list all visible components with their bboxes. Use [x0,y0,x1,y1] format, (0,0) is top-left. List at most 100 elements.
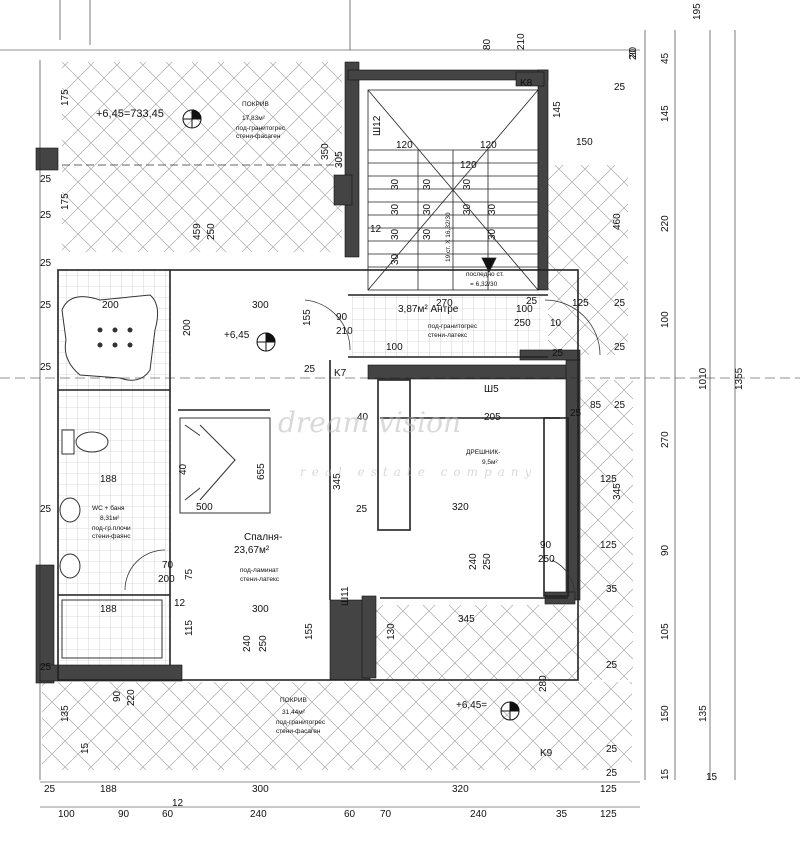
svg-text:31,44м²: 31,44м² [282,709,306,716]
svg-text:40: 40 [357,412,369,423]
svg-text:25: 25 [606,768,618,779]
right-dimensions: 195 45 145 220 100 270 90 105 150 15 20 … [600,3,745,780]
svg-text:115: 115 [184,620,195,636]
svg-text:ПОКРИВ: ПОКРИВ [242,101,269,108]
svg-text:30: 30 [487,228,498,240]
svg-text:270: 270 [436,298,453,309]
bed-icon [179,417,271,514]
svg-text:85: 85 [590,400,602,411]
svg-text:655: 655 [256,463,267,480]
svg-text:460: 460 [612,213,623,230]
svg-text:dream vision: dream vision [278,406,461,439]
svg-text:25: 25 [40,174,52,185]
svg-text:12: 12 [172,798,184,809]
svg-text:200: 200 [158,574,175,585]
bottom-dimensions: 25 188 300 320 125 100 90 60 12 240 60 7… [44,784,617,820]
svg-text:1355: 1355 [734,367,745,390]
svg-text:45: 45 [660,52,671,64]
svg-text:K9: K9 [540,748,553,759]
terrace-right [578,380,633,680]
svg-text:стени-латекс: стени-латекс [240,576,280,583]
svg-text:100: 100 [58,809,75,820]
svg-text:30: 30 [422,228,433,240]
room-roof-bottom: ПОКРИВ 31,44м² под-гранитогрес стени-фас… [276,697,487,735]
svg-text:75: 75 [184,568,195,580]
svg-text:345: 345 [332,473,343,490]
roof-top-area [62,62,342,252]
svg-text:100: 100 [386,342,403,353]
svg-text:80: 80 [482,38,493,50]
svg-text:25: 25 [614,342,626,353]
svg-text:30: 30 [422,203,433,215]
svg-text:под-гранитогрес: под-гранитогрес [276,719,326,726]
svg-text:17,83м²: 17,83м² [242,115,266,122]
svg-text:25: 25 [552,348,564,359]
svg-text:+6,45=: +6,45= [456,700,487,711]
svg-text:30: 30 [390,228,401,240]
svg-text:под-гранитогрес: под-гранитогрес [428,323,478,330]
svg-text:145: 145 [660,105,671,122]
svg-text:25: 25 [606,744,618,755]
room-roof-top: +6,45=733,45 ПОКРИВ 17,83м² под-гранитог… [96,101,286,140]
toilet-icon [61,429,109,455]
svg-text:15: 15 [80,742,91,754]
svg-text:Ш5: Ш5 [484,384,499,395]
svg-text:300: 300 [252,300,269,311]
svg-text:90: 90 [336,312,348,323]
svg-text:120: 120 [480,140,497,151]
svg-text:25: 25 [44,784,56,795]
room-antre: 3,87м² Антре под-гранитогрес стени-латек… [398,304,478,339]
svg-text:3,87м² Антре: 3,87м² Антре [398,304,459,315]
svg-text:70: 70 [162,560,174,571]
svg-text:220: 220 [126,689,137,706]
svg-text:135: 135 [60,705,71,722]
svg-text:100: 100 [660,311,671,328]
svg-text:25: 25 [614,298,626,309]
svg-text:40: 40 [178,463,189,475]
svg-text:стени-фасаген: стени-фасаген [276,728,321,735]
svg-text:30: 30 [390,253,401,265]
svg-text:135: 135 [698,705,709,722]
svg-text:240: 240 [242,635,253,652]
svg-text:100: 100 [516,304,533,315]
hall-elevation: +6,45 [224,330,250,341]
room-bedroom: Спалня- 23,67м² под-ламинат стени-латекс [234,532,282,583]
svg-text:12: 12 [370,224,382,235]
terrace-lower [372,605,578,680]
svg-text:под-ламинат: под-ламинат [240,567,279,574]
svg-text:10: 10 [550,318,562,329]
svg-text:250: 250 [206,223,217,240]
svg-text:320: 320 [452,502,469,513]
svg-text:25: 25 [40,258,52,269]
partitions [57,269,579,681]
svg-text:300: 300 [252,784,269,795]
svg-text:ДРЕШНИК-: ДРЕШНИК- [466,449,500,456]
svg-text:350: 350 [320,143,331,160]
svg-text:150: 150 [576,137,593,148]
svg-text:Спалня-: Спалня- [244,532,282,543]
svg-text:25: 25 [526,296,538,307]
svg-text:30: 30 [462,178,473,190]
svg-text:105: 105 [660,623,671,640]
svg-text:250: 250 [538,554,555,565]
svg-text:30: 30 [422,178,433,190]
svg-text:K8: K8 [520,78,533,89]
svg-text:250: 250 [258,635,269,652]
svg-text:= 6,32/30: = 6,32/30 [470,281,498,288]
roof-bottom-area [42,682,632,770]
svg-text:25: 25 [40,662,52,673]
svg-text:90: 90 [540,540,552,551]
svg-text:25: 25 [40,300,52,311]
shower-tray-icon [61,599,163,659]
svg-text:125: 125 [600,540,617,551]
svg-text:последно ст.: последно ст. [466,271,504,278]
svg-text:8,31м²: 8,31м² [100,515,120,522]
svg-text:Ш12: Ш12 [372,115,383,136]
svg-text:300: 300 [252,604,269,615]
svg-text:20: 20 [628,46,639,58]
svg-text:195: 195 [692,3,703,20]
svg-text:145: 145 [552,101,563,118]
svg-text:200: 200 [102,300,119,311]
svg-text:25: 25 [40,362,52,373]
svg-text:90: 90 [112,690,123,702]
